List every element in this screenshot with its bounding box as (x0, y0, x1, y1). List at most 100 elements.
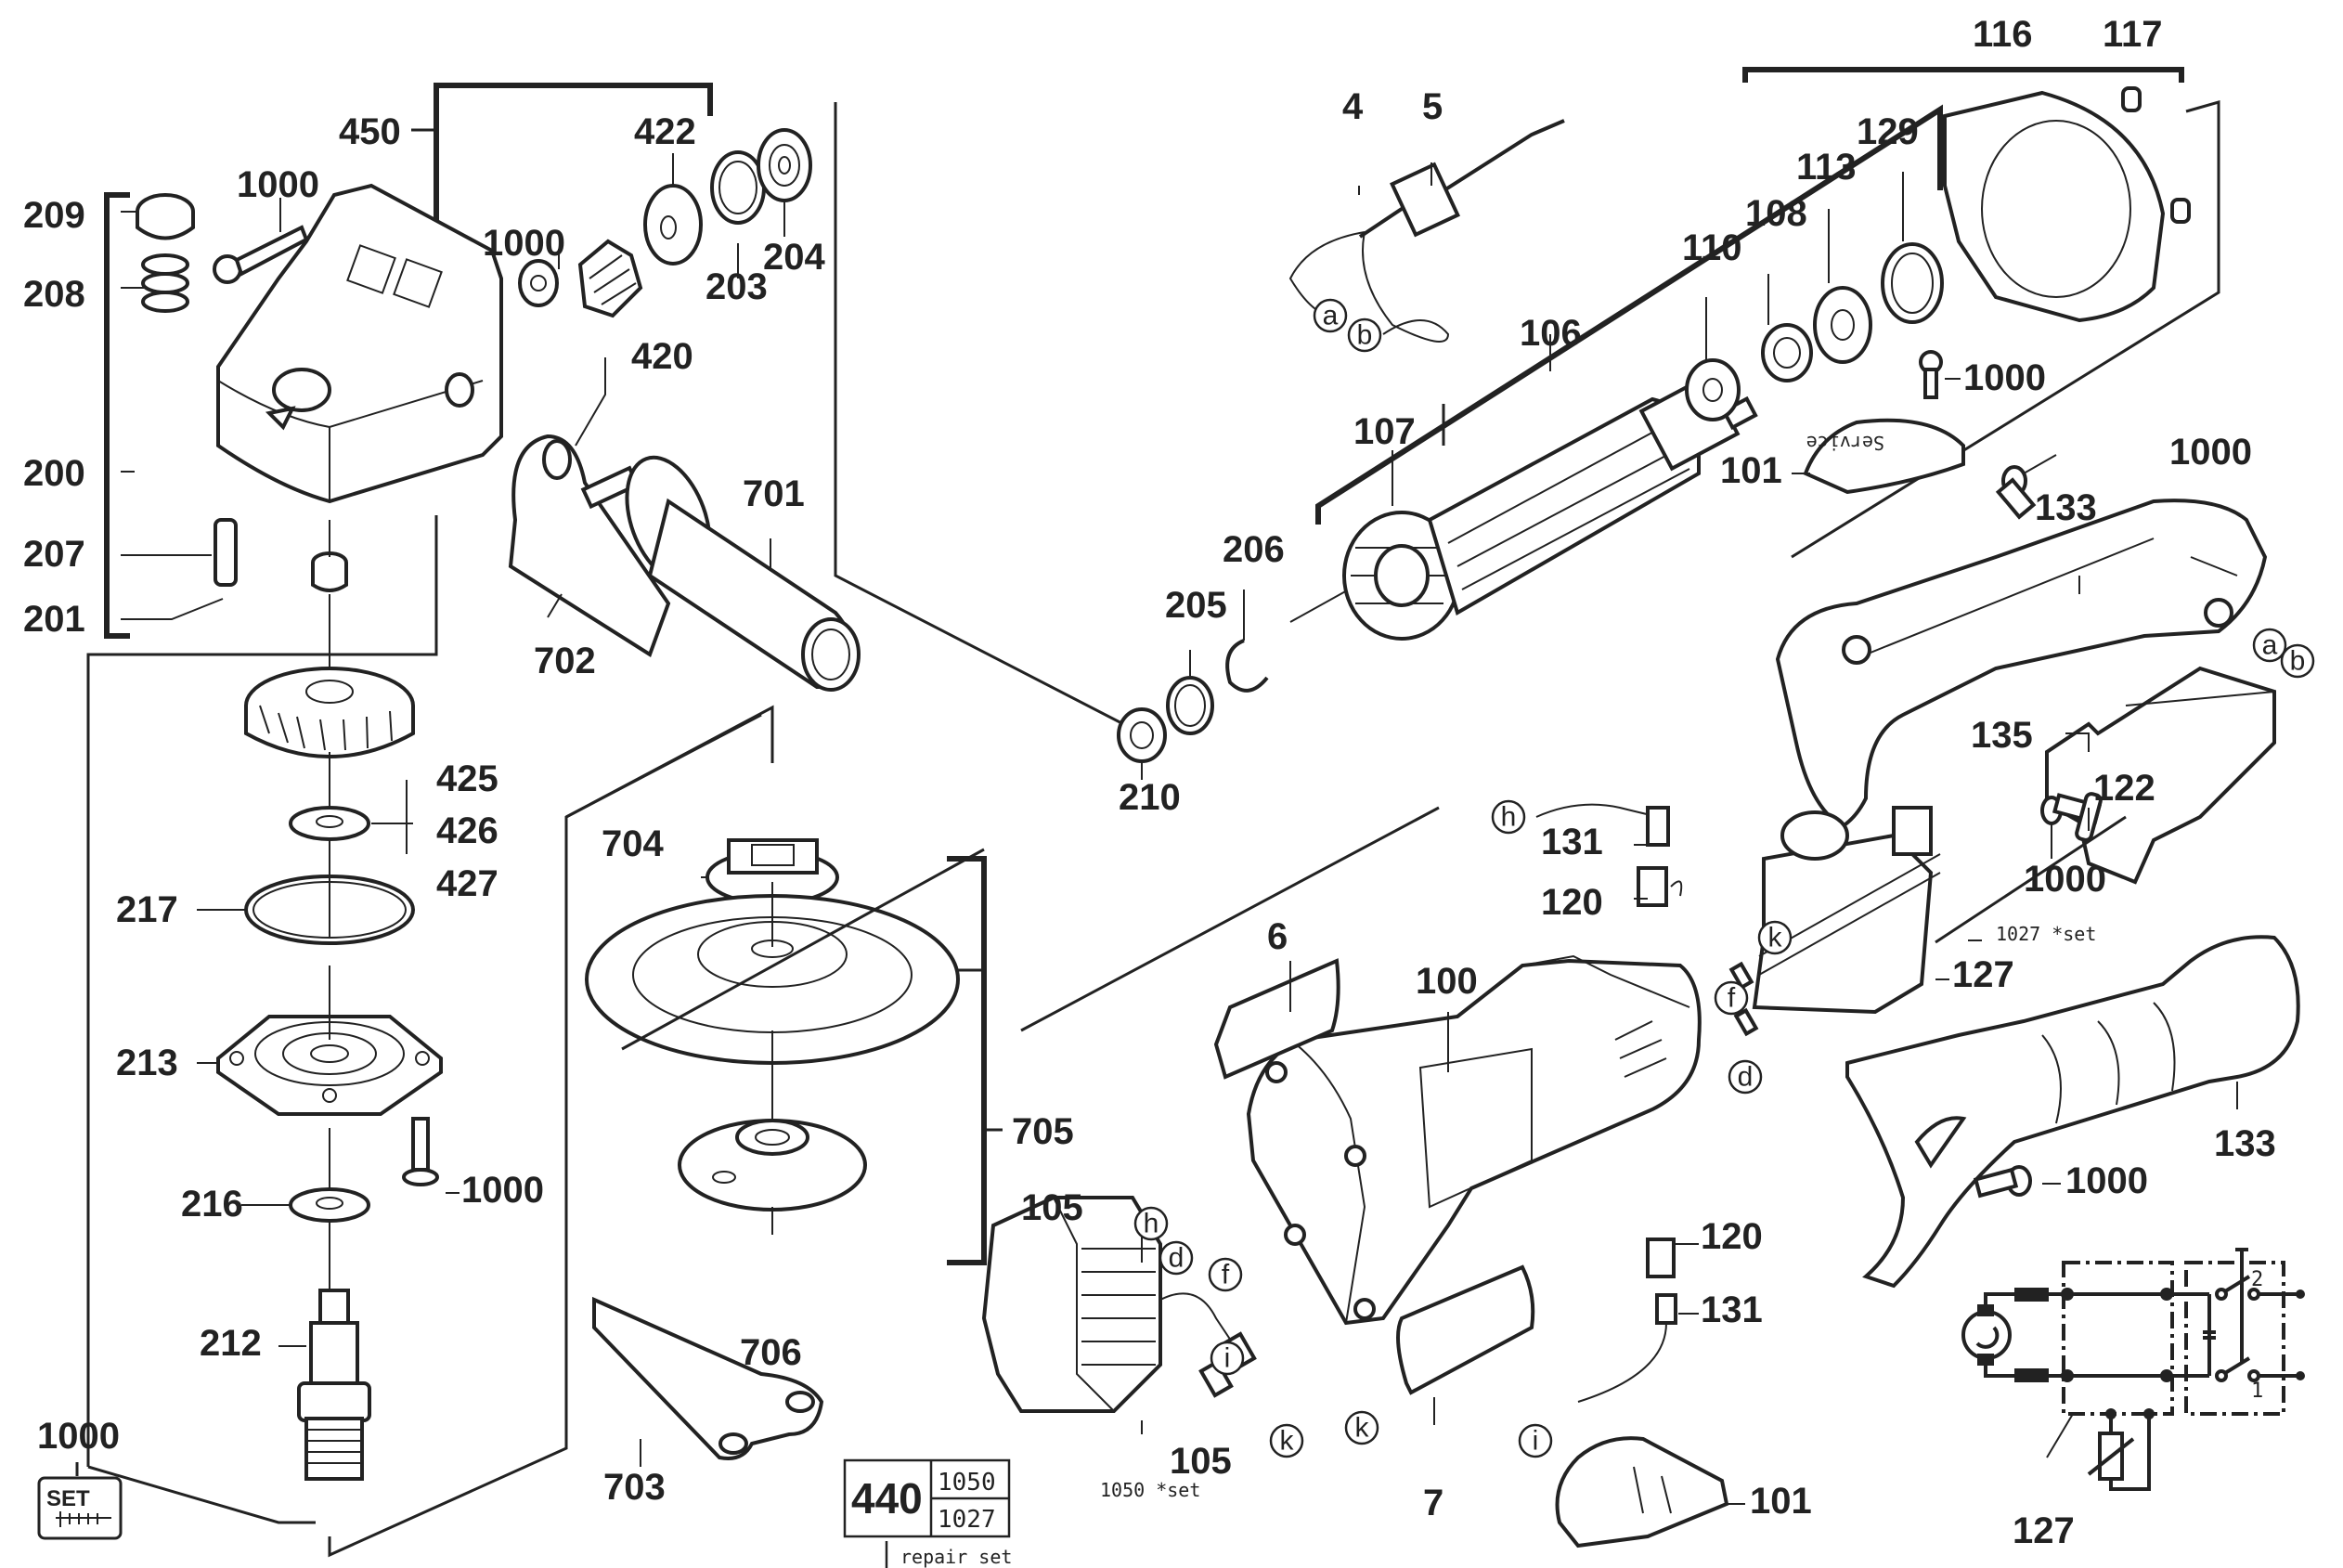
part-422-washer (643, 184, 703, 266)
label-131-upper: 131 (1541, 822, 1603, 862)
svg-text:a: a (2262, 630, 2278, 661)
svg-text:i: i (1224, 1343, 1231, 1374)
part-210-bearing (1117, 707, 1167, 763)
label-1000-flange: 1000 (461, 1170, 544, 1211)
side-handle-group (508, 434, 861, 692)
label-1000-nut: 1000 (483, 223, 565, 264)
svg-text:d: d (1738, 1062, 1754, 1093)
label-704: 704 (602, 823, 664, 864)
part-1000-flange-screw (402, 1117, 439, 1186)
label-427: 427 (436, 863, 498, 904)
connector-b-cable: b (1347, 317, 1382, 353)
label-5: 5 (1422, 86, 1443, 127)
bracket-450 (434, 83, 713, 241)
part-203-ring (710, 150, 766, 225)
connector-b-switch: b (2280, 643, 2315, 679)
part-212-spindle (297, 1289, 371, 1481)
part-201-bushing (311, 551, 348, 592)
svg-text:f: f (1728, 983, 1736, 1014)
label-204: 204 (763, 237, 825, 278)
note-repair-set: repair set (900, 1546, 1012, 1568)
connector-k-field-1: k (1269, 1423, 1304, 1458)
label-216: 216 (181, 1184, 243, 1225)
part-426-washer (289, 806, 370, 841)
part-120-131-lower (1577, 1238, 1677, 1403)
connector-k-field-2: k (1344, 1410, 1379, 1445)
wiring-schematic (1961, 1248, 2305, 1491)
part-207-pin (214, 518, 238, 587)
label-106: 106 (1520, 313, 1582, 354)
label-212: 212 (200, 1323, 262, 1364)
wheel-group (565, 705, 1003, 1460)
label-422: 422 (634, 111, 696, 152)
svg-text:d: d (1169, 1243, 1184, 1274)
label-110: 110 (1682, 227, 1742, 268)
svg-text:b: b (2290, 646, 2306, 677)
label-101-lower: 101 (1750, 1481, 1812, 1522)
part-206-circlip (1225, 639, 1269, 693)
label-701: 701 (743, 473, 805, 514)
connector-a-switch: a (2252, 628, 2287, 663)
part-117-pin (2121, 86, 2191, 224)
svg-text:k: k (1768, 923, 1783, 953)
label-705: 705 (1012, 1111, 1074, 1152)
label-107: 107 (1353, 411, 1416, 452)
part-420-pinion (577, 239, 643, 318)
part-116-fan-baffle (1943, 90, 2166, 323)
part-110-bearing (1685, 358, 1741, 421)
part-1000-rear-screw (1973, 1165, 2032, 1199)
part-1000-nut (518, 259, 559, 307)
svg-text:h: h (1144, 1209, 1159, 1239)
part-1000-cover-screw (1919, 350, 1943, 399)
part-labels: 4 5 6 7 100 101 101 105 105 106 107 108 … (23, 14, 2276, 1551)
label-210: 210 (1119, 777, 1181, 818)
part-6-label-sticker (1213, 958, 1340, 1080)
bracket-200 (104, 192, 130, 639)
label-217: 217 (116, 889, 178, 930)
label-703: 703 (603, 1467, 666, 1508)
label-207: 207 (23, 534, 85, 575)
label-117: 117 (2103, 14, 2163, 55)
label-100: 100 (1416, 961, 1478, 1002)
label-1000-set: 1000 (37, 1416, 120, 1457)
label-206: 206 (1223, 529, 1285, 570)
part-129-bushing (1881, 242, 1944, 324)
part-200-gear-housing (216, 183, 503, 504)
part-105-field-coil (981, 1196, 1257, 1413)
part-213-bearing-flange (216, 1015, 443, 1116)
part-205-washer (1166, 676, 1214, 735)
part-127-electronics (1728, 806, 1941, 1037)
label-116: 116 (1973, 14, 2033, 55)
label-127-upper: 127 (1952, 954, 2014, 995)
label-120-lower: 120 (1701, 1216, 1763, 1257)
part-1000-screw (213, 225, 309, 284)
wire-connectors: a b a b h h d d f f i i k k k (1133, 298, 2315, 1458)
part-208-spring (141, 253, 189, 313)
label-205: 205 (1165, 585, 1227, 626)
label-133-lower: 133 (2214, 1123, 2276, 1164)
svg-text:f: f (1222, 1260, 1230, 1290)
connector-k-127: k (1757, 920, 1793, 955)
svg-text:a: a (1323, 301, 1339, 331)
repair-box-1050: 1050 (938, 1469, 996, 1497)
connector-h-upper: h (1491, 799, 1526, 835)
label-113: 113 (1796, 147, 1857, 188)
connector-f-127: f (1714, 980, 1749, 1016)
repair-box-1027: 1027 (938, 1506, 996, 1534)
label-200: 200 (23, 453, 85, 494)
label-706: 706 (740, 1332, 802, 1373)
part-425-bevel-gear (244, 667, 415, 758)
part-209-cap (136, 193, 195, 240)
repair-set-box (843, 1458, 1011, 1568)
part-703-spanner (592, 1296, 824, 1460)
part-108-bearing (1761, 323, 1813, 382)
schematic-terminal-2: 2 (2251, 1268, 2263, 1291)
label-1000-handle: 1000 (2169, 432, 2252, 473)
svg-text:k: k (1280, 1426, 1295, 1457)
label-426: 426 (436, 810, 498, 851)
note-1027-set: 1027 *set (1996, 923, 2096, 945)
label-420: 420 (631, 336, 693, 377)
label-105-lower: 105 (1170, 1441, 1232, 1482)
connector-h-field: h (1133, 1206, 1169, 1241)
